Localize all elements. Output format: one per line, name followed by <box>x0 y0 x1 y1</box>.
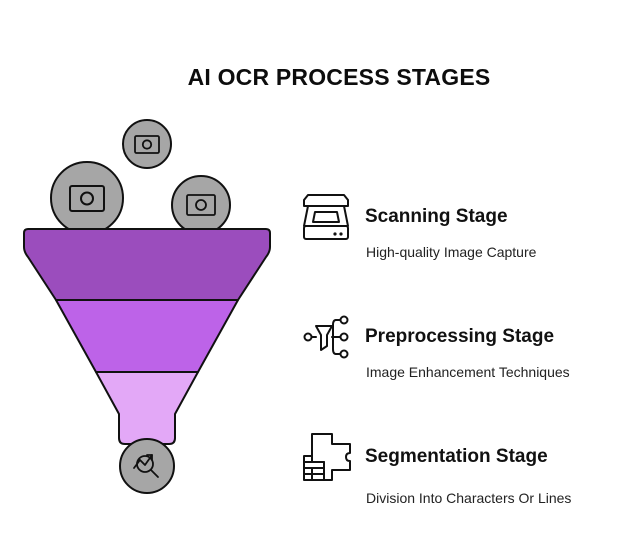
funnel <box>23 228 271 445</box>
camera-icon <box>134 135 160 154</box>
funnel-section-middle <box>55 299 239 373</box>
camera-icon <box>69 185 105 212</box>
chart-magnifier-icon <box>133 454 159 478</box>
stage-description-preprocessing: Image Enhancement Techniques <box>366 364 570 380</box>
funnel-section-top <box>23 228 271 301</box>
stage-title-segmentation: Segmentation Stage <box>365 446 548 467</box>
input-circle-right <box>171 175 231 235</box>
output-circle <box>119 438 175 494</box>
stage-description-scanning: High-quality Image Capture <box>366 244 537 260</box>
page-title: AI OCR PROCESS STAGES <box>187 64 491 90</box>
segmentation-icon <box>303 433 351 481</box>
stage-title-scanning: Scanning Stage <box>365 206 508 227</box>
stage-description-segmentation: Division Into Characters Or Lines <box>366 490 572 506</box>
funnel-section-bottom <box>95 371 199 445</box>
input-circle-small <box>122 119 172 169</box>
stage-title-preprocessing: Preprocessing Stage <box>365 326 555 347</box>
camera-icon <box>186 194 216 216</box>
scanner-icon <box>303 194 349 240</box>
filter-flow-icon <box>303 315 349 359</box>
input-circle-left <box>50 161 124 235</box>
